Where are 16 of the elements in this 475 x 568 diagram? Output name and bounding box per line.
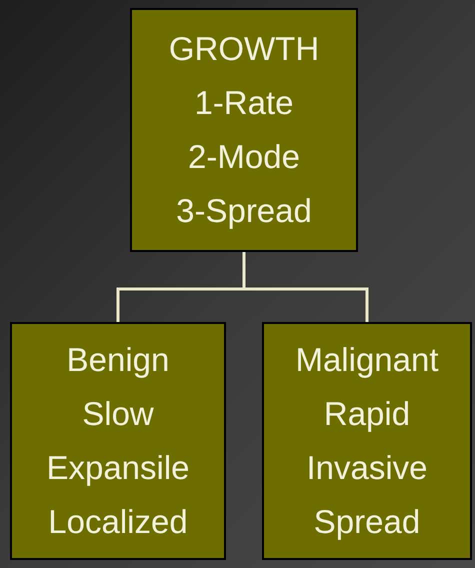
box-text: Invasive xyxy=(306,448,428,488)
box-text: Benign xyxy=(66,340,170,380)
text-box xyxy=(130,8,358,252)
text-box xyxy=(10,322,226,560)
box-text: 3-Spread xyxy=(176,191,312,231)
box-text: Slow xyxy=(82,394,154,434)
box-text: Rapid xyxy=(324,394,410,434)
box-text: Spread xyxy=(314,502,420,542)
box-text: 2-Mode xyxy=(188,137,300,177)
connector-line xyxy=(242,252,368,322)
box-text: GROWTH xyxy=(168,29,320,69)
text-box xyxy=(262,322,472,560)
box-text: Localized xyxy=(48,502,188,542)
box-text: Malignant xyxy=(295,340,439,380)
box-text: 1-Rate xyxy=(194,83,294,123)
box-text: Expansile xyxy=(46,448,190,488)
